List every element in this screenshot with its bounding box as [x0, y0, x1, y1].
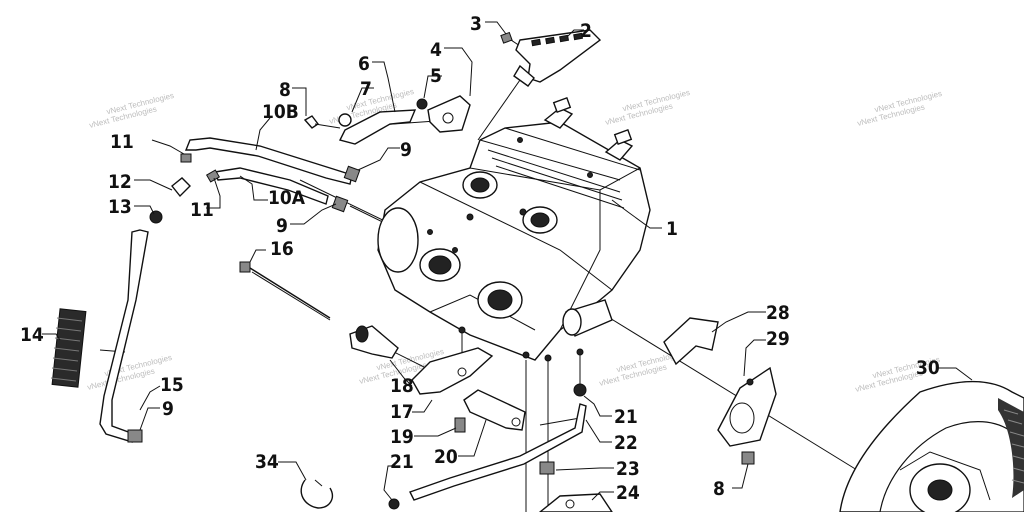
- part-30-belt-clutch: [839, 380, 1024, 512]
- part-19-bolt: [454, 417, 466, 433]
- callout-4: 4: [430, 39, 442, 61]
- callout-9: 9: [162, 398, 174, 420]
- fitting-9c: [127, 429, 143, 443]
- part-23-fitting: [539, 461, 555, 475]
- callout-8: 8: [279, 79, 291, 101]
- callout-22: 22: [614, 432, 638, 454]
- callout-5: 5: [430, 65, 442, 87]
- callout-10b: 10B: [262, 101, 299, 123]
- callout-10a: 10A: [268, 187, 306, 209]
- callout-6: 6: [358, 53, 370, 75]
- callout-9: 9: [400, 139, 412, 161]
- callout-24: 24: [616, 482, 640, 504]
- callout-20: 20: [434, 446, 458, 468]
- part-8-bolt-b: [741, 451, 755, 465]
- callout-12: 12: [108, 171, 132, 193]
- callout-21: 21: [614, 406, 638, 428]
- part-20-bracket: [463, 389, 526, 431]
- part-6-plate: [338, 109, 417, 145]
- part-17-link: [411, 347, 494, 395]
- part-5-nut: [416, 98, 428, 110]
- callout-2: 2: [580, 20, 592, 42]
- callout-8: 8: [713, 478, 725, 500]
- callout-23: 23: [616, 458, 640, 480]
- fitting-13: [149, 210, 163, 224]
- fitting-9b: [331, 195, 349, 213]
- callout-17: 17: [390, 401, 414, 423]
- part-34-clamp: [300, 479, 334, 509]
- callout-7: 7: [360, 78, 372, 100]
- part-16-bolt: [239, 261, 331, 321]
- callout-28: 28: [766, 302, 790, 324]
- part-3-screw: [500, 31, 513, 44]
- part-29-plate: [717, 366, 777, 447]
- callout-11: 11: [190, 199, 214, 221]
- callout-11: 11: [110, 131, 134, 153]
- part-22-hose: [409, 403, 587, 501]
- part-18-sleeve: [349, 325, 399, 359]
- callout-14: 14: [20, 324, 44, 346]
- part-7-bolt: [338, 113, 352, 127]
- engine-assembly: [377, 97, 651, 362]
- part-14-spring: [50, 308, 87, 388]
- fitting-11a: [180, 153, 192, 163]
- callout-18: 18: [390, 375, 414, 397]
- fitting-12-tee: [171, 177, 191, 198]
- part-8-bolt: [303, 115, 341, 129]
- callout-29: 29: [766, 328, 790, 350]
- callout-3: 3: [470, 13, 482, 35]
- part-2-handle: [513, 29, 602, 87]
- callout-16: 16: [270, 238, 294, 260]
- callout-21: 21: [390, 451, 414, 473]
- leader-lines: [42, 21, 973, 501]
- hose-10a: [214, 167, 329, 205]
- part-21-fitting-b: [388, 498, 400, 510]
- callout-13: 13: [108, 196, 132, 218]
- part-24-plate: [538, 493, 613, 512]
- callout-9: 9: [276, 215, 288, 237]
- part-21-fitting-a: [573, 383, 587, 397]
- hose-15: [99, 229, 149, 443]
- callout-34: 34: [255, 451, 279, 473]
- fitting-9a: [343, 165, 361, 183]
- callout-30: 30: [916, 357, 940, 379]
- part-28-bracket: [663, 317, 719, 366]
- callout-15: 15: [160, 374, 184, 396]
- callouts: 3 2 4 5 6 7 8 10B 11 9 12 13 11 10A 9 1 …: [20, 13, 940, 504]
- part-4-mount: [427, 95, 471, 133]
- callout-19: 19: [390, 426, 414, 448]
- callout-1: 1: [666, 218, 678, 240]
